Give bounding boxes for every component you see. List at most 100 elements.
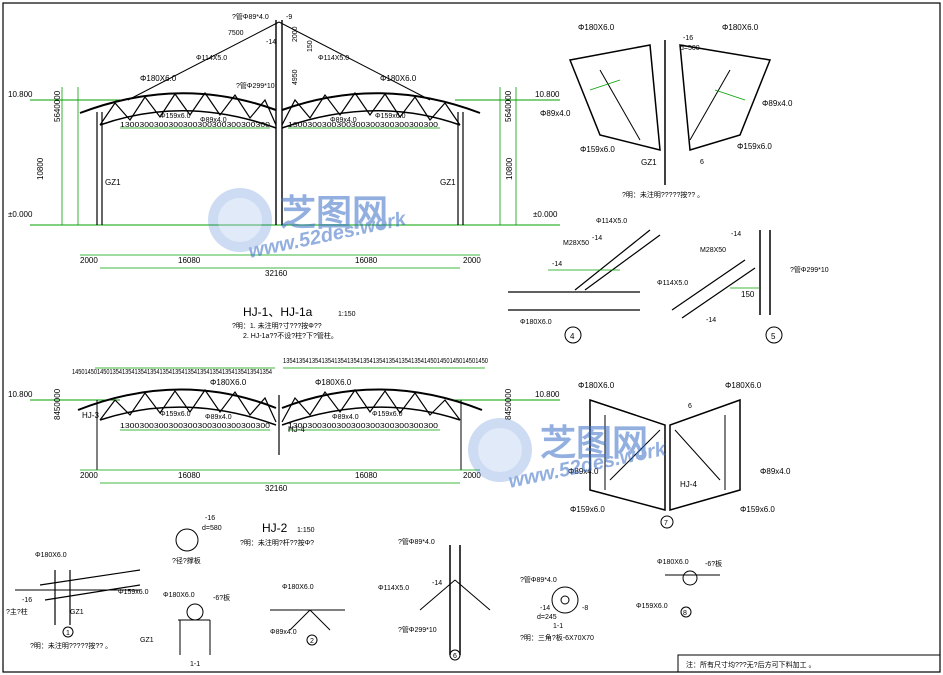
db2-chord: Φ180X6.0	[282, 584, 314, 591]
height-left-outer: 5640000	[53, 90, 62, 122]
column-right	[457, 112, 464, 225]
sr-title: 1-1	[553, 623, 563, 630]
level-ground-right: ±0.000	[533, 210, 558, 219]
db6-mast: ?管Φ299*10	[398, 625, 437, 634]
dtr-chord-left: Φ180X6.0	[578, 23, 615, 32]
d5-col: ?管Φ299*10	[790, 265, 829, 274]
watermark-2-brand: 芝图网	[540, 422, 648, 463]
elevation-hj1: 10.800 10.800 ±0.000 ±0.000 5640000 5640…	[8, 12, 560, 340]
top-dim-150: 150	[307, 40, 314, 52]
elevation1-note1: ?明：1. 未注明?寸???按Φ??	[232, 321, 322, 330]
db1-chord: Φ180X6.0	[35, 552, 67, 559]
truss2-right	[281, 388, 483, 426]
panel-label-right: HJ-4	[288, 425, 305, 434]
detail-bottom-2: Φ180X6.0 Φ89x4.0 2	[270, 584, 345, 646]
spacing2-left: 1300300300300300300300300300300	[120, 423, 270, 430]
plate-detail: -16 d=580 ?径?撑板	[172, 515, 222, 565]
dmr-web-right: Φ89x4.0	[760, 467, 791, 476]
db6-pipe: Φ114X5.0	[378, 585, 409, 592]
bottom-label-r2: Φ159x6.0	[375, 113, 406, 120]
plate-detail-d: d=580	[202, 525, 222, 532]
elevation-hj2: 10.800 10.800 8450000 8450000 1450145014…	[8, 358, 560, 547]
spacing2-right: 1300300300300300300300300300300	[288, 423, 438, 430]
truss-right	[281, 91, 481, 129]
sr-note: ?明：三角?板-6X70X70	[520, 633, 594, 642]
sr-d: d=245	[537, 614, 557, 621]
bottom2-label-b1: Φ159x6.0	[160, 411, 191, 418]
detail-mid-right: Φ180X6.0 Φ180X6.0 Φ89x4.0 Φ89x4.0 Φ159x6…	[568, 381, 791, 529]
dtr-col: GZ1	[641, 158, 657, 167]
d4-bolt: M28X50	[563, 240, 589, 247]
chord-label-right: Φ180X6.0	[380, 74, 417, 83]
dmr-bot-right: Φ159x6.0	[740, 505, 775, 514]
d5-plate: -14	[731, 231, 741, 238]
dim-right-2000: 2000	[463, 256, 481, 265]
spacing-right: 1300300300300300300300300300300	[288, 122, 438, 129]
d4-num: 4	[570, 332, 575, 341]
bottom2-label-b3: Φ89x4.0	[332, 414, 359, 421]
dmr-num: 7	[664, 520, 668, 527]
column-label-left: GZ1	[105, 178, 121, 187]
db6-num: 6	[453, 653, 457, 660]
db8-num: 8	[683, 610, 687, 617]
bottom2-label-b4: Φ159x6.0	[372, 411, 403, 418]
spacing-left: 1300300300300300300300300300300	[120, 122, 270, 129]
dmr-chord-left: Φ180X6.0	[578, 381, 615, 390]
truss2-left	[77, 388, 277, 426]
plate-detail-plate: -16	[205, 515, 215, 522]
pipe-label-right: Φ114X5.0	[318, 55, 349, 62]
d5-150: 150	[741, 290, 755, 299]
elevation1-scale: 1:150	[338, 311, 356, 318]
footer-note: 注：所有尺寸均???无?后方可下料加工 。	[686, 660, 816, 669]
chord-label-left: Φ180X6.0	[140, 74, 177, 83]
dtr-bot-left: Φ159x6.0	[580, 145, 615, 154]
level-top-right: 10.800	[535, 90, 560, 99]
column-label-right: GZ1	[440, 178, 456, 187]
dmr-chord-right: Φ180X6.0	[725, 381, 762, 390]
sr-plate: -14	[540, 605, 550, 612]
detail-bottom-8: Φ180X6.0 -6?板 Φ159X6.0 8	[636, 559, 722, 618]
dtr-bot-right: Φ159x6.0	[737, 142, 772, 151]
level-ground-left: ±0.000	[8, 210, 33, 219]
dmr-web-left: Φ89x4.0	[568, 467, 599, 476]
d4-chord: Φ180X6.0	[520, 319, 552, 326]
dim2-left-16080: 16080	[178, 471, 201, 480]
db1-label: ?主?柱	[6, 607, 28, 616]
truss-left	[79, 91, 277, 129]
detail-4: Φ114X5.0 M28X50 -14 -14 Φ180X6.0 4	[508, 218, 661, 344]
db1-col: GZ1	[70, 609, 84, 616]
dtr-plate: -16	[683, 35, 693, 42]
sec11-plate: -6?板	[213, 593, 230, 602]
elevation2-note1: ?明：未注明?杆??按Φ?	[240, 538, 314, 547]
dim2-right-16080: 16080	[355, 471, 378, 480]
sec11-col: GZ1	[140, 637, 154, 644]
top-cap-label: ?管Φ89*4.0	[232, 12, 269, 21]
dim-left-2000: 2000	[80, 256, 98, 265]
height2-right: 8450000	[504, 388, 513, 420]
watermark-1: 芝图网 www.52des.work	[208, 188, 409, 263]
top-dim-4950: 4950	[292, 69, 299, 85]
level-top-left: 10.800	[8, 90, 33, 99]
d4-pipe: Φ114X5.0	[596, 218, 627, 225]
detail-5: M28X50 -14 -14 Φ114X5.0 ?管Φ299*10 150 5	[657, 230, 829, 344]
dtr-d: d=500	[680, 45, 700, 52]
elevation2-scale: 1:150	[297, 527, 315, 534]
elevation2-title: HJ-2	[262, 521, 288, 535]
dtr-chord-right: Φ180X6.0	[722, 23, 759, 32]
section-round: ?管Φ89*4.0 -14 d=245 -8 1-1 ?明：三角?板-6X70X…	[520, 575, 594, 642]
dtr-web-left: Φ89x4.0	[540, 109, 571, 118]
db1-plate: -16	[22, 597, 32, 604]
dim2-left-2000: 2000	[80, 471, 98, 480]
bottom-label-r1: Φ89x4.0	[330, 117, 357, 124]
mast-center	[275, 20, 283, 225]
top-plate-14: -14	[266, 39, 276, 46]
db1-num: 1	[66, 630, 70, 637]
height-right-col: 10800	[505, 157, 514, 180]
sr-cap: ?管Φ89*4.0	[520, 575, 557, 584]
d4-plate2: -14	[552, 261, 562, 268]
dtr-web-right: Φ89x4.0	[762, 99, 793, 108]
detail-top-right: Φ180X6.0 Φ180X6.0 -16 d=500 Φ89x4.0 Φ89x…	[540, 23, 793, 199]
dim2-total: 32160	[265, 484, 288, 493]
